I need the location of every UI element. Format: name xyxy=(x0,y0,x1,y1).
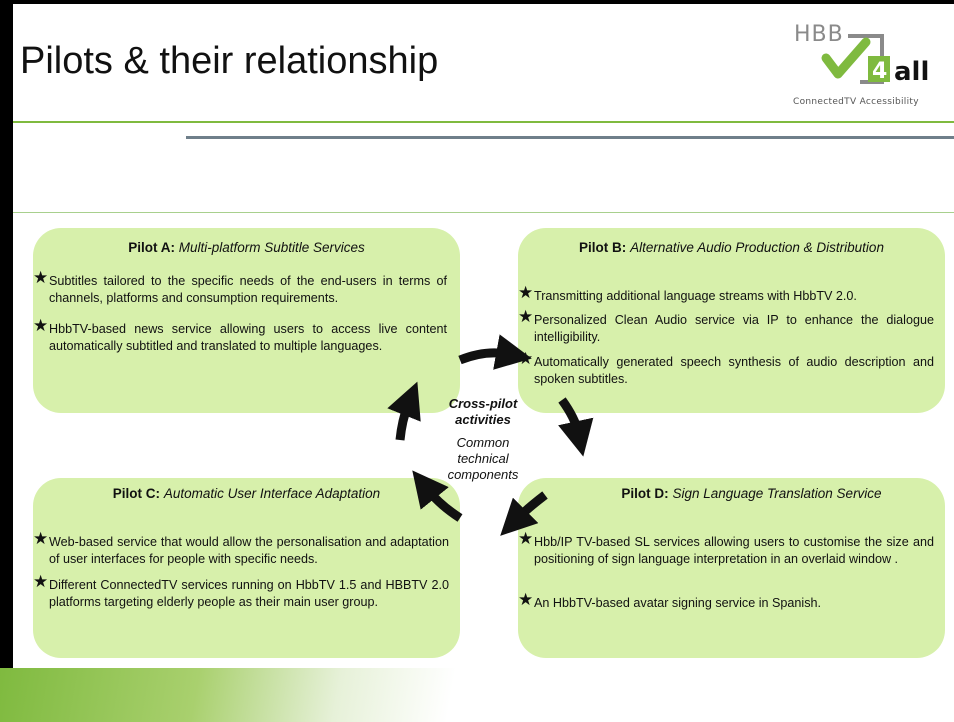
cycle-arrow-icon xyxy=(458,334,532,370)
pilot-c-bullet-1-text: Web-based service that would allow the p… xyxy=(49,535,449,566)
star-bullet-icon: ★ xyxy=(33,268,49,287)
logo-hbb-text: HBB xyxy=(794,22,844,47)
cross-pilot-line1: Cross-pilot xyxy=(448,396,518,411)
pilot-b-name: Alternative Audio Production & Distribut… xyxy=(630,240,884,255)
common-components-line3: components xyxy=(447,467,519,482)
pilot-b-title: Pilot B: Alternative Audio Production & … xyxy=(518,240,945,255)
pilot-d-bullet-2-text: An HbbTV-based avatar signing service in… xyxy=(534,596,822,610)
pilot-b-box: Pilot B: Alternative Audio Production & … xyxy=(518,228,945,413)
slide-frame-top xyxy=(0,0,954,4)
star-bullet-icon: ★ xyxy=(33,529,49,548)
logo-four-text: 4 xyxy=(872,59,887,84)
pilot-a-label: Pilot A: xyxy=(128,240,175,255)
star-bullet-icon: ★ xyxy=(33,316,49,335)
common-components-line1: Common xyxy=(456,435,510,450)
pilot-c-bullet-1: ★ Web-based service that would allow the… xyxy=(33,530,449,567)
pilot-b-bullet-2-text: Personalized Clean Audio service via IP … xyxy=(534,313,934,344)
content-top-rule xyxy=(13,212,954,213)
center-label: Cross-pilot activities Common technical … xyxy=(428,396,538,483)
pilot-a-bullet-1-text: Subtitles tailored to the specific needs… xyxy=(49,274,447,305)
pilot-a-title: Pilot A: Multi-platform Subtitle Service… xyxy=(33,240,460,255)
pilot-b-bullet-3-text: Automatically generated speech synthesis… xyxy=(534,355,934,386)
pilot-a-name: Multi-platform Subtitle Services xyxy=(178,240,365,255)
cross-pilot-line2: activities xyxy=(455,412,511,427)
star-bullet-icon: ★ xyxy=(518,590,534,609)
pilot-a-bullet-2: ★ HbbTV-based news service allowing user… xyxy=(33,317,447,354)
cycle-arrow-icon xyxy=(558,397,594,457)
logo-four-box xyxy=(868,56,890,82)
pilot-a-bullet-2-text: HbbTV-based news service allowing users … xyxy=(49,322,447,353)
pilot-d-name: Sign Language Translation Service xyxy=(672,486,882,501)
pilot-c-box: Pilot C: Automatic User Interface Adapta… xyxy=(33,478,460,658)
pilot-c-name: Automatic User Interface Adaptation xyxy=(163,486,381,501)
hbb4all-logo: HBB 4 all ConnectedTV Accessibility xyxy=(786,22,954,122)
pilot-d-label: Pilot D: xyxy=(621,486,669,501)
star-bullet-icon: ★ xyxy=(518,283,534,302)
pilot-b-bullet-2: ★ Personalized Clean Audio service via I… xyxy=(518,308,934,345)
pilot-b-label: Pilot B: xyxy=(579,240,627,255)
logo-all-text: all xyxy=(894,57,929,87)
pilot-d-bullet-1-text: Hbb/IP TV-based SL services allowing use… xyxy=(534,535,934,566)
pilot-c-bullet-2: ★ Different ConnectedTV services running… xyxy=(33,573,449,610)
pilot-c-bullet-2-text: Different ConnectedTV services running o… xyxy=(49,578,449,609)
logo-mark: 4 all xyxy=(821,34,929,87)
cycle-arrow-icon xyxy=(412,470,463,522)
header-accent-rule xyxy=(186,136,954,139)
pilot-b-bullet-1: ★ Transmitting additional language strea… xyxy=(518,284,934,305)
star-bullet-icon: ★ xyxy=(518,307,534,326)
cycle-arrow-icon xyxy=(387,381,421,441)
header-rule xyxy=(13,121,954,123)
footer-gradient xyxy=(0,668,560,722)
pilot-d-title: Pilot D: Sign Language Translation Servi… xyxy=(518,486,945,501)
checkmark-icon xyxy=(821,37,871,79)
pilot-d-bullet-2: ★ An HbbTV-based avatar signing service … xyxy=(518,591,934,612)
star-bullet-icon: ★ xyxy=(33,572,49,591)
pilot-d-box: Pilot D: Sign Language Translation Servi… xyxy=(518,478,945,658)
slide-frame-left xyxy=(0,0,13,722)
pilot-d-bullet-1: ★ Hbb/IP TV-based SL services allowing u… xyxy=(518,530,934,567)
common-components-line2: technical xyxy=(457,451,509,466)
logo-subtitle: ConnectedTV Accessibility xyxy=(793,97,919,107)
slide-title: Pilots & their relationship xyxy=(20,40,439,82)
pilot-c-label: Pilot C: xyxy=(112,486,161,501)
pilot-c-title: Pilot C: Automatic User Interface Adapta… xyxy=(33,486,460,501)
cycle-arrow-icon xyxy=(500,491,548,536)
pilot-b-bullet-1-text: Transmitting additional language streams… xyxy=(534,289,857,303)
pilot-a-bullet-1: ★ Subtitles tailored to the specific nee… xyxy=(33,269,447,306)
